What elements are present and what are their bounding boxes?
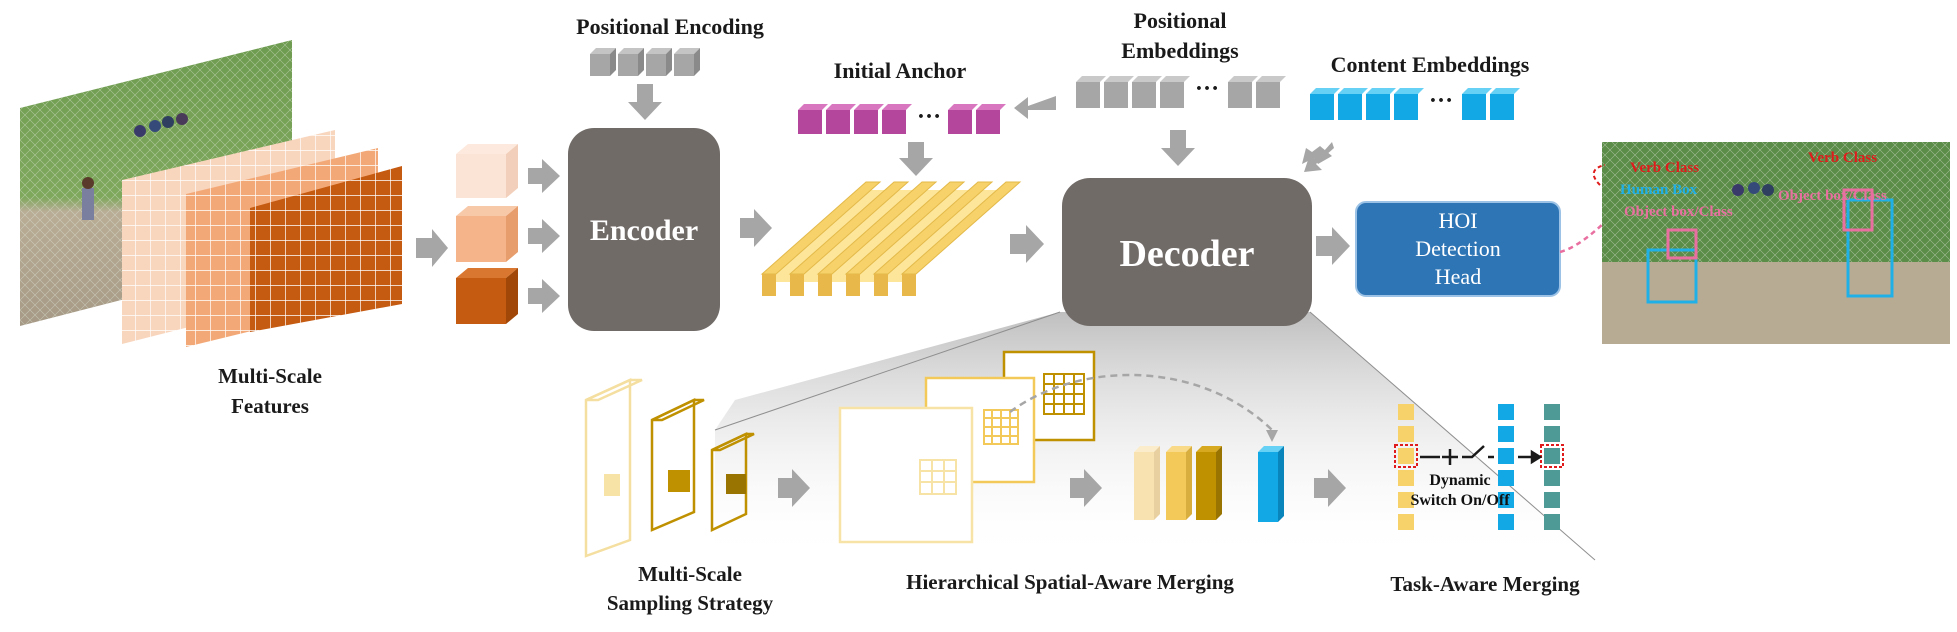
positional-embeddings-label-line2: Embeddings [1121,38,1239,63]
ellipsis-content-emb: … [1429,82,1453,108]
arrows-cubes-to-encoder [528,159,560,313]
merge-bars [1134,446,1284,522]
verb-class-left: Verb Class [1630,160,1700,176]
decoder-label: Decoder [1119,233,1255,275]
arrow-encoder-to-anchors [740,209,772,247]
multi-scale-features-label-line1: Multi-Scale [218,364,322,388]
task-aware-merging-label: Task-Aware Merging [1390,572,1580,596]
object-box-left: Object box/Class [1624,204,1733,220]
arrow-hsm-to-bars [1070,469,1102,507]
dynamic-switch-label-line1: Dynamic [1429,472,1491,489]
positional-embeddings-label-line1: Positional [1133,8,1227,33]
positional-encoding-label: Positional Encoding [576,14,764,39]
positional-embedding-tokens [1076,76,1286,108]
initial-anchor-label: Initial Anchor [833,58,967,83]
feature-map-dark [250,166,402,332]
hoi-output-connector [1559,221,1606,254]
decoder-box [1062,178,1312,326]
output-image [1592,142,1950,344]
ellipsis-pos-emb: … [1195,70,1219,96]
teal-selected [1540,444,1564,468]
hoi-detection-head-box [1355,201,1561,297]
encoder-label: Encoder [589,214,699,247]
content-embedding-tokens [1310,88,1520,120]
arrow-pos-emb-to-decoder [1161,130,1195,166]
multi-scale-features-label-line2: Features [231,394,309,418]
yellow-selected [1394,444,1418,468]
arrow-bars-to-task [1314,469,1346,507]
arrow-pos-emb-to-anchor [1014,96,1056,119]
encoder-box [568,128,720,331]
multi-scale-sampling-label-line1: Multi-Scale [638,562,742,586]
positional-encoding-tokens [590,48,700,76]
task-aware-teal-column [1544,404,1560,530]
dynamic-switch-label-line2: Switch On/Off [1410,492,1510,509]
arrow-sampling-to-hsm [778,469,810,507]
arrow-decoder-to-hoi [1316,227,1350,265]
hierarchical-merging-label: Hierarchical Spatial-Aware Merging [906,570,1234,594]
object-box-right: Object box/Class [1778,188,1887,204]
task-aware-blue-column [1498,404,1514,530]
anchor-bars [760,181,1022,296]
hoi-head-label-line1: HOI [1438,208,1478,233]
verb-class-right: Verb Class [1808,150,1878,166]
sampling-frames [584,378,755,558]
feature-cubes [456,144,518,324]
hoi-head-label-line3: Head [1434,264,1482,289]
arrow-anchor-tokens-to-bars [899,142,933,176]
multi-scale-sampling-label-line2: Sampling Strategy [606,591,774,615]
human-box-label: Human Box [1620,182,1698,198]
hsm-squares [838,350,1096,544]
initial-anchor-tokens [798,104,1006,134]
hoi-head-label-line2: Detection [1415,236,1501,261]
arrow-anchors-to-decoder [1010,225,1044,263]
ellipsis-anchor: … [917,98,941,124]
task-aware-yellow-column [1398,404,1414,530]
arrow-pe-to-encoder [628,84,662,120]
content-embeddings-label: Content Embeddings [1330,52,1530,77]
hsm-curve-arrow [1009,373,1273,431]
arrow-features-to-cubes [416,229,448,267]
switch-symbol [1420,445,1543,465]
